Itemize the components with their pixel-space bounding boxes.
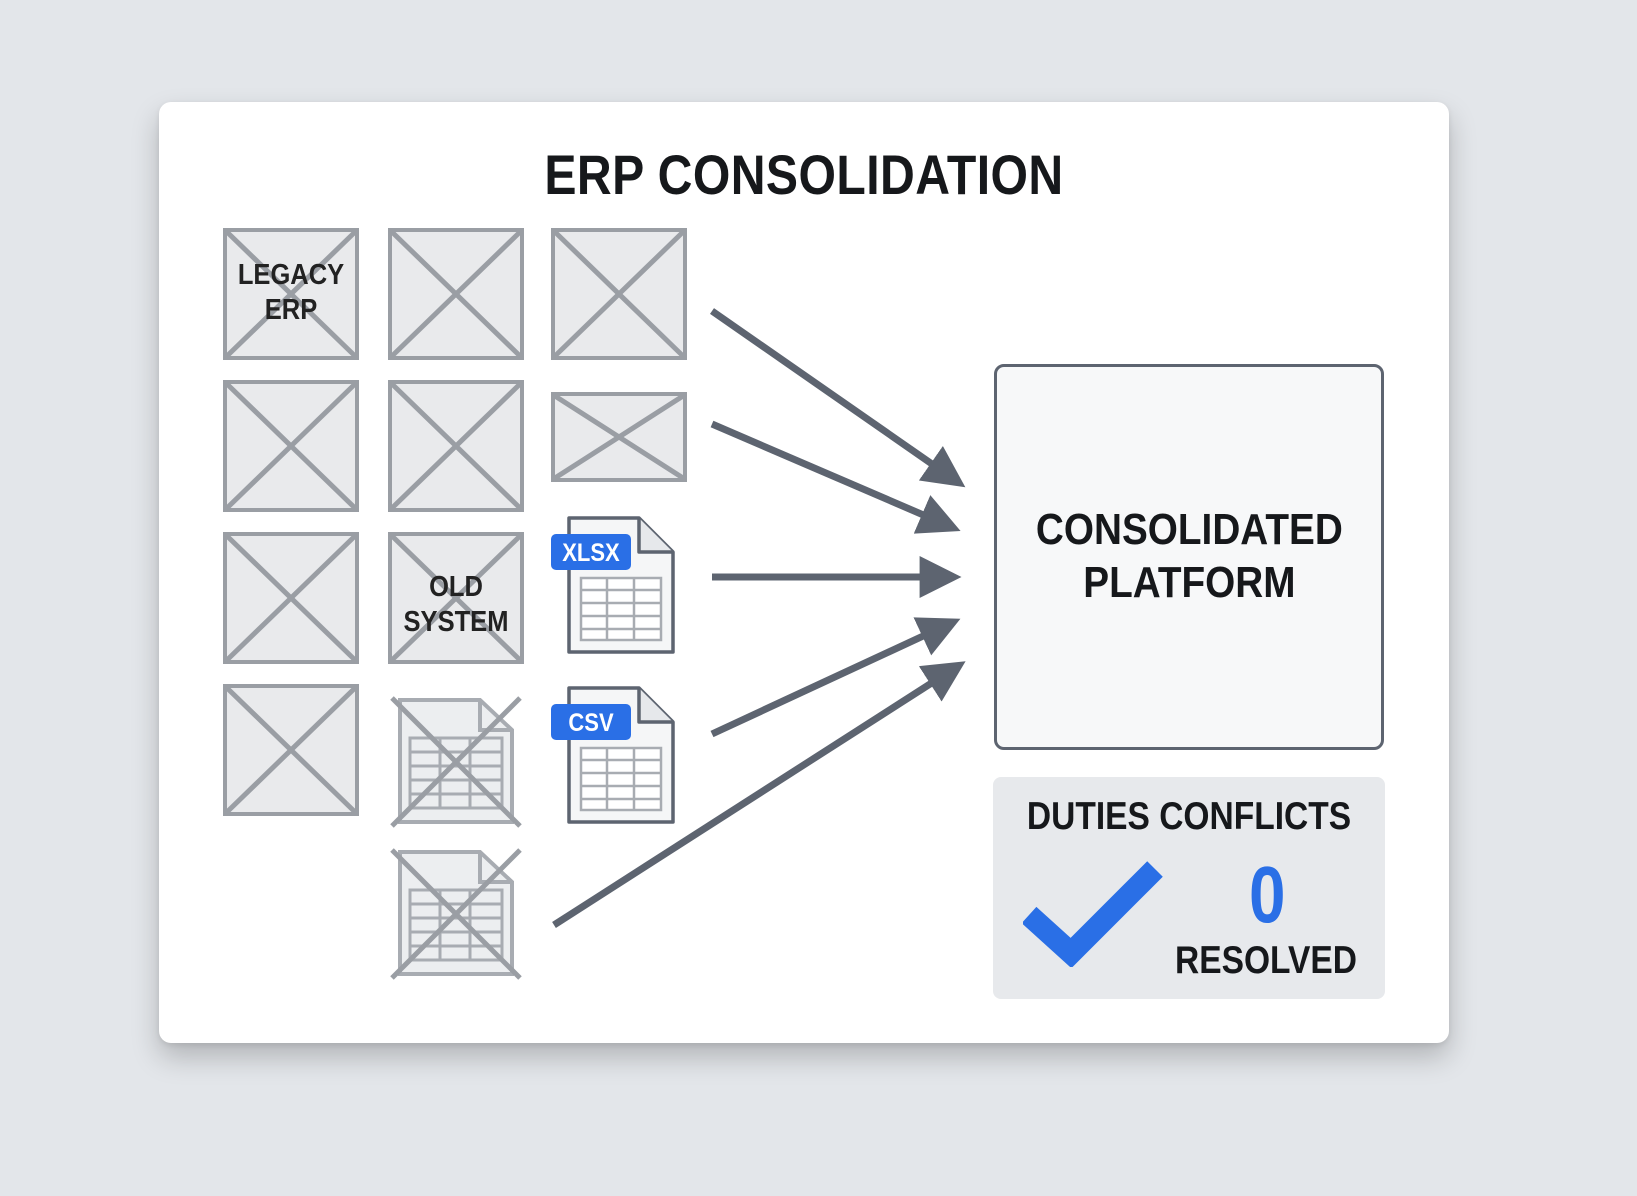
cross-out-icon: [390, 534, 522, 662]
consolidation-arrows: [552, 308, 966, 928]
crossed-spreadsheet-icon: [390, 848, 522, 980]
arrow-1: [710, 308, 966, 488]
cross-out-icon: [390, 382, 522, 510]
arrow-4: [710, 617, 961, 738]
diagram-title: ERP CONSOLIDATION: [544, 143, 1064, 206]
legacy-erp-label: LEGACY ERP: [237, 259, 345, 326]
arrow-5: [552, 661, 966, 928]
old-system-label: OLD SYSTEM: [403, 571, 509, 638]
old-system-box: OLD SYSTEM: [388, 532, 524, 664]
csv-badge-label: CSV: [568, 709, 614, 737]
legacy-system-box: [551, 228, 687, 360]
cross-out-icon: [225, 230, 357, 358]
conflicts-count: 0: [1249, 850, 1286, 939]
checkmark-icon: [1023, 861, 1163, 967]
legacy-system-box: [223, 684, 359, 816]
cross-out-icon: [225, 534, 357, 662]
legacy-system-box: [223, 380, 359, 512]
consolidated-platform-box: CONSOLIDATED PLATFORM: [994, 364, 1384, 750]
crossed-spreadsheet-icon: [390, 696, 522, 828]
xlsx-file-icon: [551, 516, 675, 654]
legacy-erp-box: LEGACY ERP: [223, 228, 359, 360]
xlsx-badge-label: XLSX: [562, 539, 620, 567]
legacy-system-box: [223, 532, 359, 664]
cross-out-icon: [225, 382, 357, 510]
duties-conflicts-panel: DUTIES CONFLICTS 0 RESOLVED: [993, 777, 1385, 999]
csv-file-icon: [551, 686, 675, 824]
legacy-system-box: [551, 392, 687, 482]
conflicts-title: DUTIES CONFLICTS: [1026, 795, 1352, 838]
platform-label: CONSOLIDATED PLATFORM: [1035, 505, 1343, 607]
conflicts-status: RESOLVED: [1175, 939, 1358, 982]
cross-out-icon: [553, 230, 685, 358]
legacy-system-box: [388, 380, 524, 512]
cross-out-icon: [553, 393, 685, 481]
cross-out-icon: [225, 686, 357, 814]
cross-out-icon: [390, 230, 522, 358]
arrow-2: [710, 420, 961, 534]
legacy-system-box: [388, 228, 524, 360]
diagram-card: ERP CONSOLIDATION LEGACY ERP OLD SYSTEM: [159, 102, 1449, 1043]
